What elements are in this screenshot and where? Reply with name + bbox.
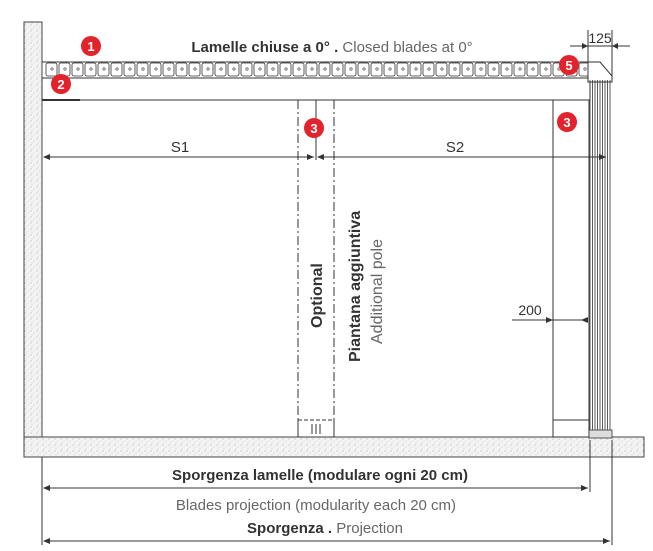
blade	[201, 62, 214, 77]
blade	[357, 62, 370, 77]
pole-label-en: Additional pole	[369, 239, 386, 344]
top-label-sep: .	[330, 39, 343, 56]
blade	[474, 62, 487, 77]
blade	[435, 62, 448, 77]
svg-text:2: 2	[57, 77, 64, 92]
blade	[396, 62, 409, 77]
blade	[539, 62, 552, 77]
svg-text:1: 1	[87, 39, 94, 54]
blade	[188, 62, 201, 77]
blade	[318, 62, 331, 77]
projection-label: Sporgenza . Projection	[247, 520, 403, 537]
main-beam	[41, 77, 591, 101]
projection-sep: .	[324, 520, 337, 537]
side-screen	[588, 80, 613, 439]
badge-3-main-pole: 3	[557, 112, 577, 132]
blade	[175, 62, 188, 77]
wall	[23, 21, 43, 458]
blade	[513, 62, 526, 77]
blade	[110, 62, 123, 77]
blade	[331, 62, 344, 77]
blade	[461, 62, 474, 77]
right-gutter	[587, 61, 613, 83]
dim-125-label: 125	[588, 30, 612, 46]
top-label-it: Lamelle chiuse a 0°	[191, 39, 330, 56]
blades-projection-en: Blades projection (modularity each 20 cm…	[176, 497, 456, 514]
blade	[253, 62, 266, 77]
blade	[383, 62, 396, 77]
blade	[214, 62, 227, 77]
closed-blades	[45, 62, 591, 77]
blade	[305, 62, 318, 77]
blade	[292, 62, 305, 77]
blade	[344, 62, 357, 77]
dim-s2-label: S2	[446, 139, 464, 156]
optional-label: Optional	[309, 263, 326, 328]
blade	[266, 62, 279, 77]
top-label-en: Closed blades at 0°	[342, 39, 472, 56]
badge-3-optional-pole: 3	[304, 118, 324, 138]
dim-s1-label: S1	[171, 139, 189, 156]
floor	[23, 436, 645, 458]
blade	[500, 62, 513, 77]
blade	[279, 62, 292, 77]
blade	[526, 62, 539, 77]
svg-text:5: 5	[565, 58, 572, 73]
blade	[448, 62, 461, 77]
projection-en: Projection	[336, 520, 403, 537]
blade	[162, 62, 175, 77]
blade	[422, 62, 435, 77]
blades-projection-it: Sporgenza lamelle (modulare ogni 20 cm)	[172, 467, 468, 484]
svg-text:3: 3	[563, 115, 570, 130]
blade	[84, 62, 97, 77]
blade	[136, 62, 149, 77]
badge-2: 2	[51, 74, 71, 94]
top-label: Lamelle chiuse a 0° . Closed blades at 0…	[191, 39, 472, 56]
badge-1: 1	[81, 36, 101, 56]
blade	[97, 62, 110, 77]
dim-200-label: 200	[518, 302, 542, 318]
projection-it: Sporgenza	[247, 520, 324, 537]
blade	[227, 62, 240, 77]
pole-label-it: Piantana aggiuntiva	[347, 211, 364, 362]
main-pole	[552, 99, 590, 438]
blade	[149, 62, 162, 77]
badge-5: 5	[559, 55, 579, 75]
blade	[240, 62, 253, 77]
blade	[123, 62, 136, 77]
blade	[71, 62, 84, 77]
blade	[370, 62, 383, 77]
svg-text:3: 3	[310, 121, 317, 136]
blade	[487, 62, 500, 77]
blade	[409, 62, 422, 77]
blade	[45, 62, 58, 77]
